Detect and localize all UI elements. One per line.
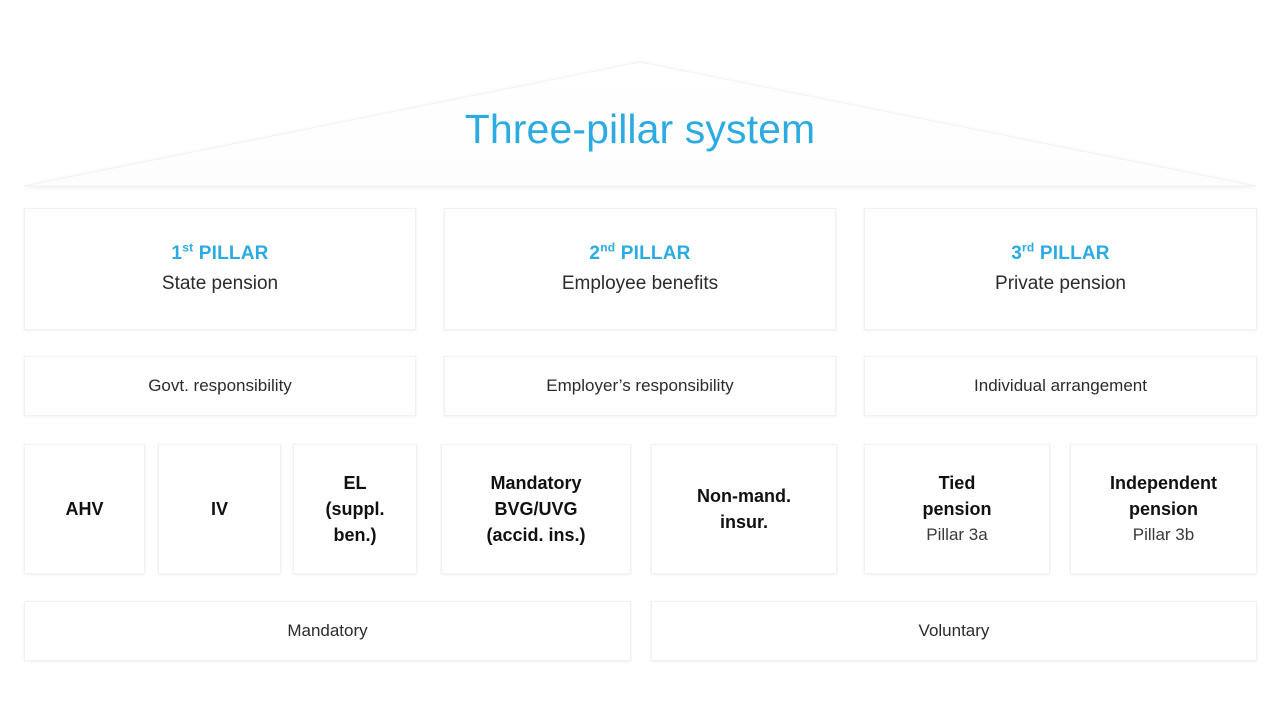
- roof-header: Three-pillar system: [0, 0, 1280, 200]
- pillar-subtitle: Private pension: [995, 273, 1126, 294]
- pillar-subtitle: State pension: [161, 273, 279, 294]
- responsibility-label: Individual arrangement: [974, 376, 1147, 395]
- page-title: Three-pillar system: [464, 106, 816, 152]
- detail-title: Mandatory BVG/UVG (accid. ins.): [486, 473, 586, 545]
- pillar-eyebrow: 1st PILLAR: [171, 242, 268, 266]
- detail-title: Independent pension: [1110, 473, 1217, 519]
- detail-subtitle: Pillar 3b: [1132, 525, 1195, 544]
- detail-card-mandatory-bvg-uvg[interactable]: Mandatory BVG/UVG (accid. ins.): [441, 444, 631, 574]
- detail-title: EL (suppl. ben.): [325, 473, 385, 545]
- scope-card-mandatory[interactable]: Mandatory: [24, 601, 631, 661]
- roof-triangle-icon: [23, 61, 1257, 187]
- pillar-card-1[interactable]: 1st PILLAR State pension: [24, 208, 416, 330]
- pillar-number: 2: [589, 243, 601, 264]
- pillar-subtitle: Employee benefits: [561, 273, 719, 294]
- pillar-card-3[interactable]: 3rd PILLAR Private pension: [864, 208, 1257, 330]
- responsibility-label: Employer’s responsibility: [546, 376, 734, 395]
- detail-title: Non-mand. insur.: [697, 486, 791, 532]
- pillar-ordinal: st: [182, 240, 194, 255]
- pillar-eyebrow: 2nd PILLAR: [589, 242, 690, 266]
- detail-title: AHV: [65, 499, 104, 519]
- detail-card-el[interactable]: EL (suppl. ben.): [293, 444, 417, 574]
- pillar-number: 3: [1011, 243, 1023, 264]
- pillar-ordinal: nd: [600, 240, 616, 255]
- pillar-eyebrow: 3rd PILLAR: [1011, 242, 1109, 266]
- responsibility-label: Govt. responsibility: [148, 376, 292, 395]
- responsibility-card-1[interactable]: Govt. responsibility: [24, 356, 416, 416]
- detail-title: IV: [210, 499, 228, 519]
- detail-card-tied-pension[interactable]: Tied pension Pillar 3a: [864, 444, 1050, 574]
- detail-subtitle: Pillar 3a: [926, 525, 988, 544]
- detail-card-independent-pension[interactable]: Independent pension Pillar 3b: [1070, 444, 1257, 574]
- pillar-card-2[interactable]: 2nd PILLAR Employee benefits: [444, 208, 836, 330]
- scope-label: Mandatory: [287, 621, 368, 640]
- pillar-eyebrow-suffix: PILLAR: [615, 243, 691, 264]
- responsibility-card-3[interactable]: Individual arrangement: [864, 356, 1257, 416]
- scope-label: Voluntary: [918, 621, 990, 640]
- detail-card-iv[interactable]: IV: [158, 444, 281, 574]
- detail-card-non-mandatory-insurance[interactable]: Non-mand. insur.: [651, 444, 837, 574]
- pillar-number: 1: [171, 243, 183, 264]
- detail-title: Tied pension: [922, 473, 992, 519]
- pillar-eyebrow-suffix: PILLAR: [193, 243, 269, 264]
- detail-card-ahv[interactable]: AHV: [24, 444, 145, 574]
- scope-card-voluntary[interactable]: Voluntary: [651, 601, 1257, 661]
- responsibility-card-2[interactable]: Employer’s responsibility: [444, 356, 836, 416]
- pillar-eyebrow-suffix: PILLAR: [1034, 243, 1110, 264]
- pillar-ordinal: rd: [1022, 240, 1035, 255]
